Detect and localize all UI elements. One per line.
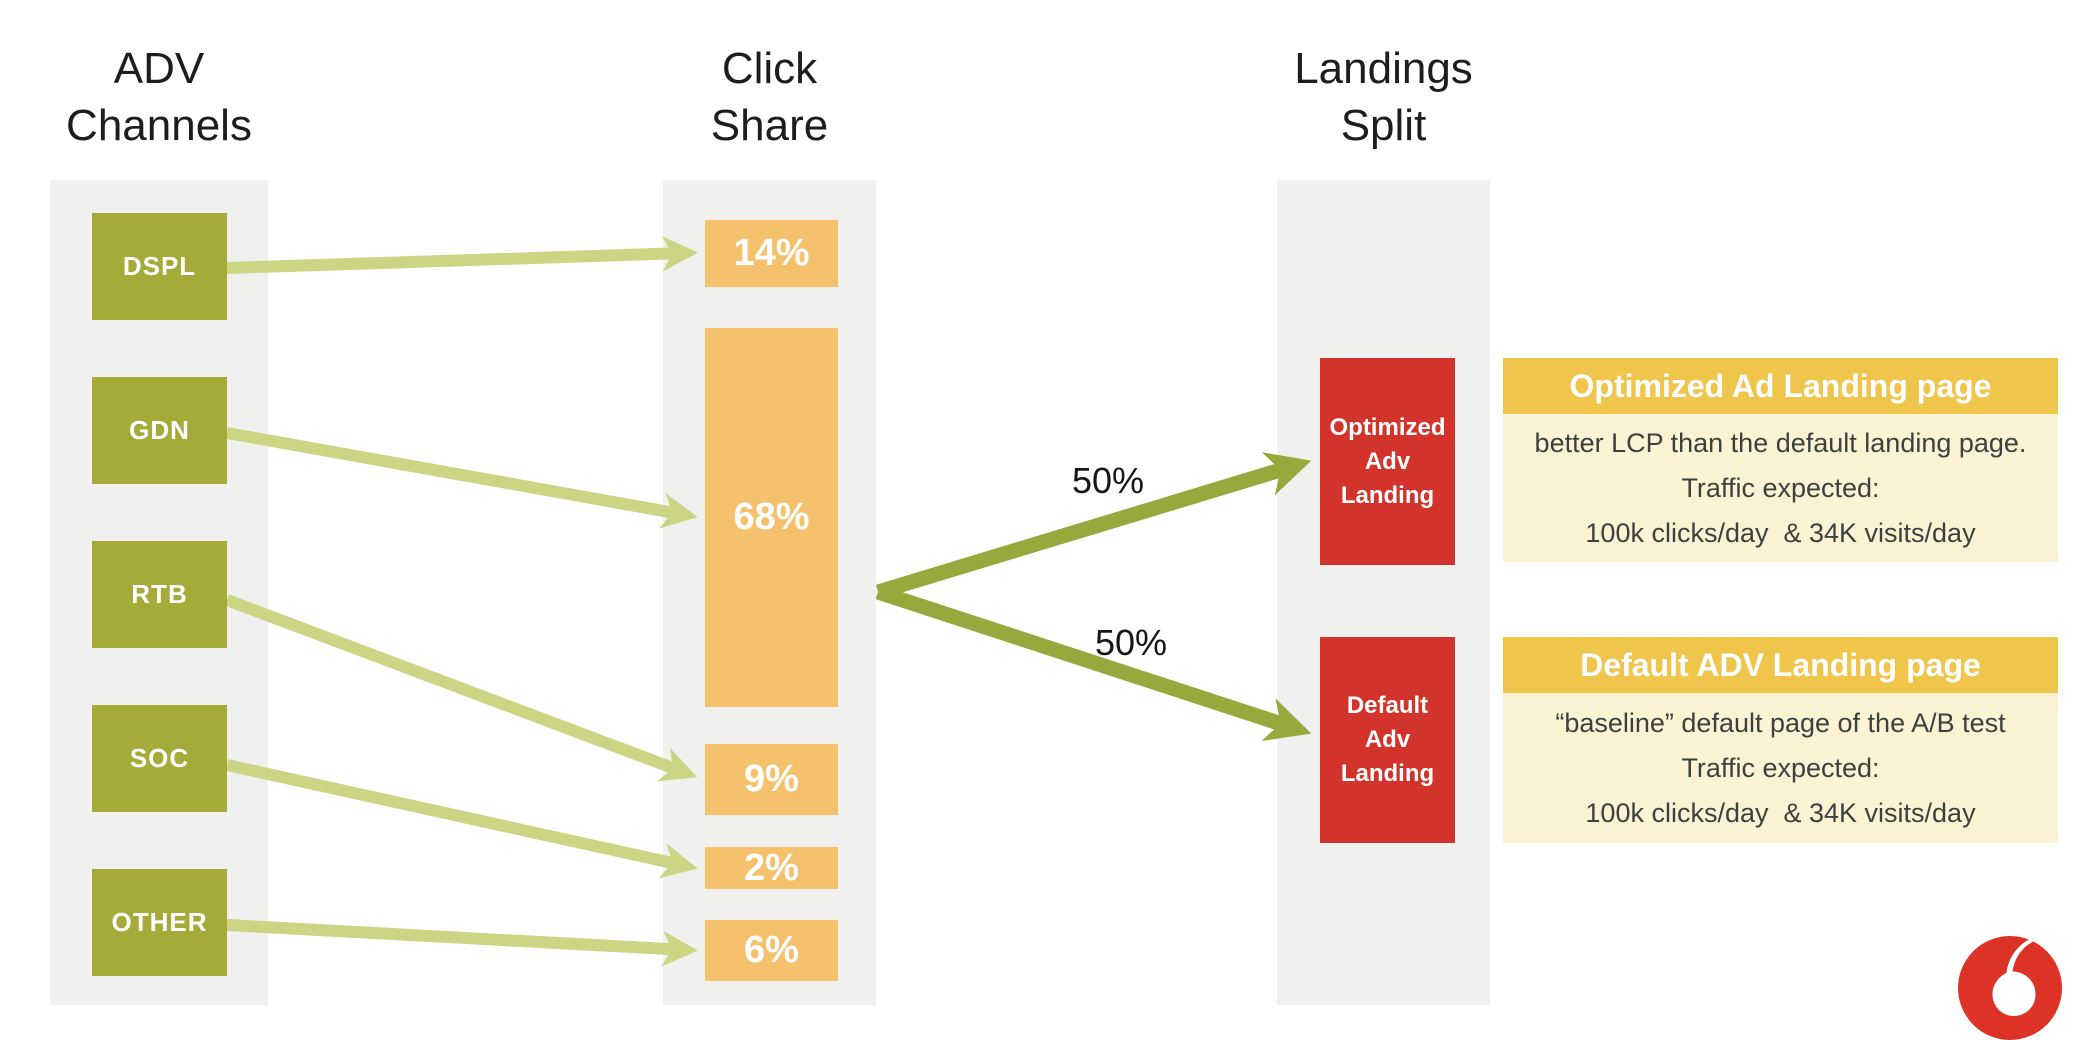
card-optimized-body: better LCP than the default landing page… <box>1503 414 2058 562</box>
click-share-title-line1: Click <box>721 44 818 93</box>
arrow-gdn-to-68pct <box>225 427 698 529</box>
arrow-soc-to-2pct <box>225 759 698 879</box>
landing-default-line2: Adv <box>1364 726 1411 753</box>
card-default-landing: Default ADV Landing page “baseline” defa… <box>1503 637 2058 843</box>
arrow-split-to-optimized <box>875 452 1312 600</box>
channels-column-title: ADV Channels <box>50 40 268 154</box>
channel-box-gdn: GDN <box>92 377 227 484</box>
channel-box-other: OTHER <box>92 869 227 976</box>
landing-default-line1: Default <box>1346 692 1429 719</box>
click-share-title-line2: Share <box>710 101 829 150</box>
share-label-14pct: 14% <box>733 232 810 274</box>
channel-box-soc: SOC <box>92 705 227 812</box>
click-share-column-title: Click Share <box>663 40 876 154</box>
landing-optimized-line1: Optimized <box>1329 413 1446 441</box>
arrow-dspl-to-14pct <box>226 235 698 274</box>
landings-column-title: Landings Split <box>1277 40 1490 154</box>
landing-optimized-line3: Landing <box>1340 481 1435 509</box>
channel-label-rtb: RTB <box>131 579 188 609</box>
channels-title-line1: ADV <box>113 44 205 93</box>
channel-label-other: OTHER <box>111 907 208 937</box>
landing-box-optimized: Optimized Adv Landing <box>1320 358 1455 565</box>
share-box-6pct: 6% <box>705 920 838 981</box>
share-box-9pct: 9% <box>705 744 838 815</box>
channel-box-dspl: DSPL <box>92 213 227 320</box>
channel-label-dspl: DSPL <box>122 251 197 281</box>
landing-optimized-line2: Adv <box>1364 447 1411 475</box>
arrow-split-to-default <box>875 584 1312 742</box>
share-label-68pct: 68% <box>733 496 810 538</box>
arrow-other-to-6pct <box>226 919 698 967</box>
split-label-bottom: 50% <box>1094 622 1168 663</box>
card-optimized-landing: Optimized Ad Landing page better LCP tha… <box>1503 358 2058 562</box>
landings-title-line2: Split <box>1340 101 1427 150</box>
landing-box-default: Default Adv Landing <box>1320 637 1455 843</box>
card-optimized-body-line3: 100k clicks/day & 34K visits/day <box>1585 517 1976 548</box>
landings-title-line1: Landings <box>1294 44 1473 93</box>
card-default-body-line1: “baseline” default page of the A/B test <box>1555 707 2006 738</box>
share-label-9pct: 9% <box>744 758 799 800</box>
share-box-2pct: 2% <box>705 847 838 889</box>
landing-default-line3: Landing <box>1340 760 1435 787</box>
card-optimized-title: Optimized Ad Landing page <box>1503 358 2058 414</box>
channel-box-rtb: RTB <box>92 541 227 648</box>
share-box-14pct: 14% <box>705 220 838 287</box>
card-default-body-line2: Traffic expected: <box>1681 752 1880 783</box>
card-default-body: “baseline” default page of the A/B test … <box>1503 693 2058 843</box>
arrow-rtb-to-9pct <box>224 594 698 782</box>
split-label-top: 50% <box>1071 460 1145 501</box>
vodafone-logo-icon <box>1958 936 2062 1040</box>
card-default-title: Default ADV Landing page <box>1503 637 2058 693</box>
landings-column-bg <box>1277 180 1490 1005</box>
share-label-6pct: 6% <box>744 929 799 971</box>
card-optimized-body-line2: Traffic expected: <box>1681 472 1880 503</box>
channel-label-soc: SOC <box>129 743 190 773</box>
card-optimized-body-line1: better LCP than the default landing page… <box>1534 427 2027 458</box>
channel-label-gdn: GDN <box>129 415 190 445</box>
share-label-2pct: 2% <box>744 846 799 889</box>
channels-title-line2: Channels <box>66 101 252 150</box>
card-default-body-line3: 100k clicks/day & 34K visits/day <box>1585 797 1976 828</box>
share-box-68pct: 68% <box>705 328 838 707</box>
